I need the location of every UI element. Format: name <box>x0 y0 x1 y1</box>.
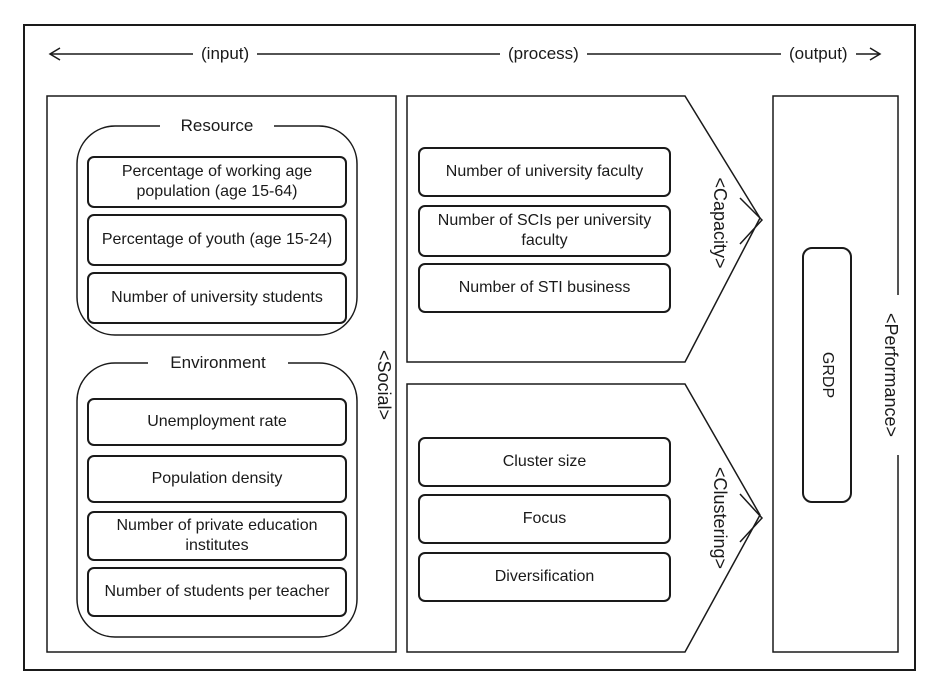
environment-item: Number of private education institutes <box>87 511 347 561</box>
clustering-item: Cluster size <box>418 437 671 487</box>
capacity-chevron-icon <box>739 197 764 245</box>
clustering-chevron-icon <box>739 493 764 543</box>
environment-item: Number of students per teacher <box>87 567 347 617</box>
resource-item: Percentage of youth (age 15-24) <box>87 214 347 266</box>
flow-arrow-left-icon <box>48 47 61 61</box>
clustering-item: Focus <box>418 494 671 544</box>
resource-item: Number of university students <box>87 272 347 324</box>
clustering-label: <Clustering> <box>710 466 730 570</box>
flow-label-output: (output) <box>781 44 856 64</box>
clustering-panel <box>406 383 761 653</box>
resource-title: Resource <box>160 116 274 136</box>
flow-label-input: (input) <box>193 44 258 64</box>
social-panel <box>46 95 397 653</box>
capacity-panel <box>406 95 761 363</box>
resource-item: Percentage of working age population (ag… <box>87 156 347 208</box>
environment-title: Environment <box>148 353 288 373</box>
flow-label-process: (process) <box>500 44 587 64</box>
flow-arrow-right-icon <box>869 47 882 61</box>
capacity-item: Number of university faculty <box>418 147 671 197</box>
environment-item: Population density <box>87 455 347 503</box>
grdp-label: GRDP <box>819 351 837 399</box>
grdp-box: GRDP <box>802 247 852 503</box>
performance-label: <Performance> <box>880 295 902 455</box>
capacity-item: Number of STI business <box>418 263 671 313</box>
social-label: <Social> <box>373 335 395 435</box>
capacity-item: Number of SCIs per university faculty <box>418 205 671 257</box>
clustering-item: Diversification <box>418 552 671 602</box>
capacity-label: <Capacity> <box>710 177 730 269</box>
outer-frame <box>23 24 916 671</box>
environment-item: Unemployment rate <box>87 398 347 446</box>
